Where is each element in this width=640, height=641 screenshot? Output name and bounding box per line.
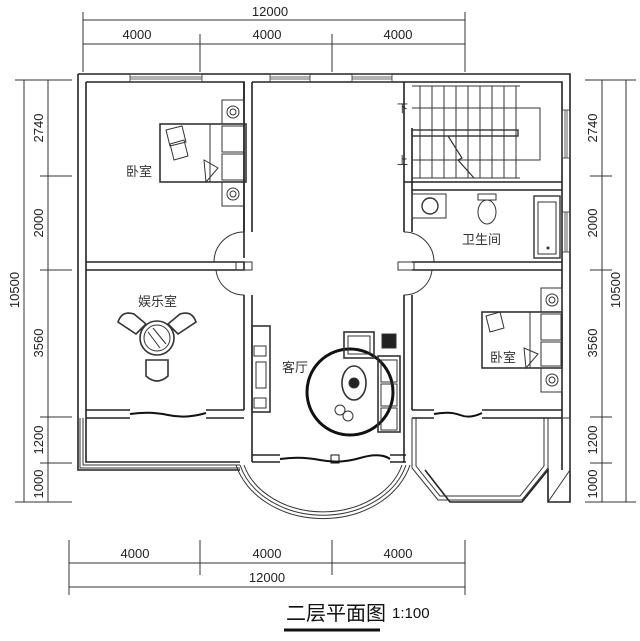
right-windows bbox=[561, 109, 571, 253]
bottom-dimension-1: 4000 bbox=[121, 546, 150, 561]
room-label-bedroom-se: 卧室 bbox=[490, 350, 516, 366]
toilet bbox=[477, 193, 497, 225]
right-dimension-5: 1000 bbox=[585, 470, 600, 499]
bottom-total-dimension: 12000 bbox=[249, 570, 285, 585]
door-swings bbox=[213, 231, 435, 296]
right-dimension-4: 1200 bbox=[585, 426, 600, 455]
bottom-dimension-lines bbox=[68, 540, 466, 595]
top-dimension-2: 4000 bbox=[253, 27, 282, 42]
drawing-scale: 1:100 bbox=[392, 605, 430, 622]
staircase bbox=[411, 85, 541, 179]
drawing-title: 二层平面图 bbox=[286, 601, 386, 625]
left-dimension-5: 1000 bbox=[31, 470, 46, 499]
room-label-entertainment: 娱乐室 bbox=[138, 294, 177, 310]
top-dimension-3: 4000 bbox=[384, 27, 413, 42]
right-dimension-2: 2000 bbox=[585, 209, 600, 238]
left-total-dimension: 10500 bbox=[7, 272, 22, 308]
left-dimension-1: 2740 bbox=[31, 114, 46, 143]
left-dimension-2: 2000 bbox=[31, 209, 46, 238]
bottom-dimension-3: 4000 bbox=[384, 546, 413, 561]
bed-se bbox=[481, 311, 563, 370]
stair-label-up: 上 bbox=[397, 154, 408, 167]
room-label-bedroom-nw: 卧室 bbox=[126, 164, 152, 180]
room-label-bathroom: 卫生间 bbox=[462, 233, 501, 248]
right-dimension-3: 3560 bbox=[585, 329, 600, 358]
top-windows bbox=[129, 73, 393, 83]
nightstands-se bbox=[540, 287, 563, 393]
sliding-doors bbox=[129, 411, 483, 464]
bottom-dimension-2: 4000 bbox=[253, 546, 282, 561]
sofa-set bbox=[305, 331, 401, 437]
room-label-living: 客厅 bbox=[282, 360, 308, 376]
interior-walls bbox=[86, 82, 562, 463]
right-dimension-lines bbox=[585, 79, 636, 503]
top-dimension-1: 4000 bbox=[123, 27, 152, 42]
bay-balcony bbox=[411, 417, 571, 503]
west-balcony bbox=[79, 418, 240, 469]
stair-label-down: 下 bbox=[397, 102, 408, 115]
top-dimension-lines bbox=[82, 12, 466, 72]
semicircle-balcony bbox=[235, 464, 411, 520]
left-dimension-4: 1200 bbox=[31, 426, 46, 455]
right-total-dimension: 10500 bbox=[608, 272, 623, 308]
bed-nw bbox=[159, 123, 247, 184]
bathtub bbox=[533, 195, 561, 259]
exterior-walls bbox=[77, 73, 571, 503]
tv-cabinet bbox=[251, 325, 271, 413]
left-dimension-3: 3560 bbox=[31, 329, 46, 358]
top-total-dimension: 12000 bbox=[252, 4, 288, 19]
washbasin bbox=[411, 193, 447, 219]
nightstands-nw bbox=[221, 99, 245, 207]
left-dimension-lines bbox=[15, 79, 72, 503]
round-table-set bbox=[117, 312, 197, 382]
right-dimension-1: 2740 bbox=[585, 114, 600, 143]
